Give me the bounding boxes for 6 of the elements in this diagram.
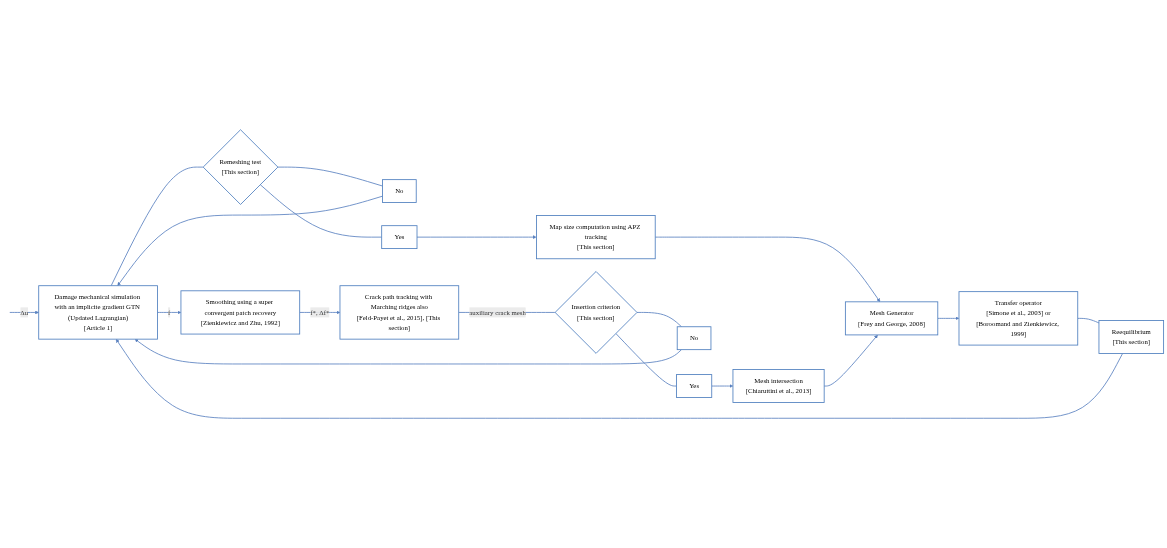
connector (110, 166, 204, 287)
connector (277, 166, 383, 187)
connector (615, 333, 677, 387)
connector (636, 312, 682, 328)
connector (259, 184, 383, 238)
connector (1077, 317, 1100, 324)
